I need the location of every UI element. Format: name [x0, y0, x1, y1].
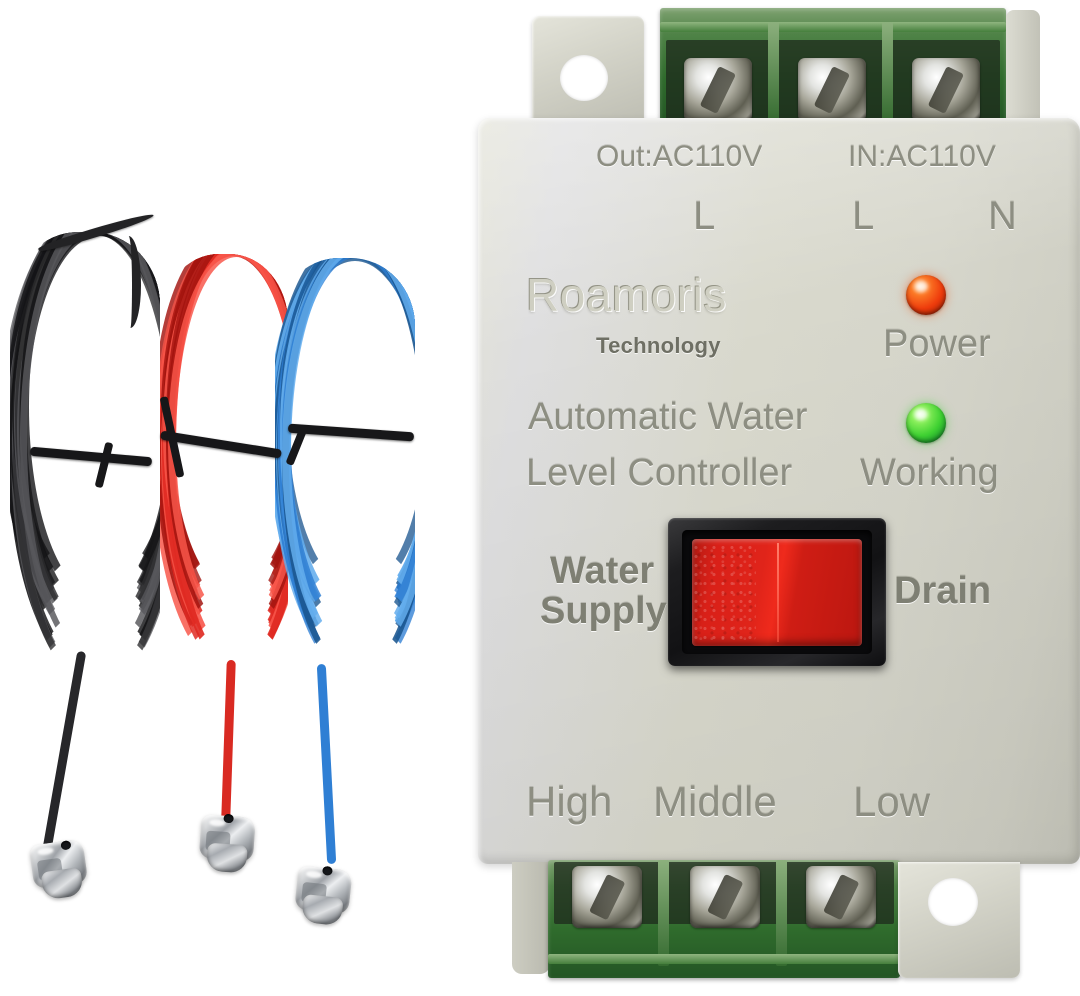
terminal-block-bottom [548, 860, 900, 978]
switch-rocker[interactable] [692, 539, 862, 646]
terminal-screw [806, 866, 876, 928]
working-led [906, 403, 946, 443]
terminal-screw [684, 58, 752, 122]
terminal-screw [690, 866, 760, 928]
coil-strands-blue [275, 258, 415, 688]
switch-texture [694, 545, 756, 640]
terminal-screw [912, 58, 980, 122]
product-title-line1: Automatic Water [528, 396, 808, 438]
terminal-label-in-n: N [988, 194, 1017, 238]
working-led-highlight [914, 408, 929, 420]
mounting-hole-bottom-right [928, 878, 978, 926]
terminal-screw [572, 866, 642, 928]
switch-label-drain: Drain [894, 570, 992, 612]
wire-coil-black [10, 232, 160, 692]
mode-rocker-switch[interactable] [668, 518, 886, 666]
brand-name: Roamoris [526, 269, 727, 321]
power-led-dome [906, 275, 946, 315]
screw-slot [927, 66, 965, 114]
terminal-rail [548, 954, 900, 964]
power-led-label: Power [883, 323, 991, 365]
terminal-divider [658, 860, 669, 966]
power-led-highlight [914, 280, 929, 292]
working-led-dome [906, 403, 946, 443]
coil-strands-black [10, 232, 160, 692]
switch-split-line [777, 543, 779, 642]
bottom-label-high: High [526, 778, 613, 825]
terminal-rail [660, 22, 1006, 32]
terminal-label-in-l: L [852, 194, 875, 238]
wire-loose-end-black-curve [118, 236, 141, 328]
switch-label-water: Water [550, 550, 655, 592]
housing-side-left-bottom [512, 862, 550, 974]
terminal-divider [768, 22, 779, 122]
label-in-ac110v: IN:AC110V [848, 140, 996, 173]
float-probe-red [194, 808, 260, 876]
wire-coil-blue [275, 258, 415, 688]
screw-slot [813, 66, 851, 114]
screw-slot [822, 873, 860, 921]
probe-tip [300, 894, 344, 927]
bottom-label-middle: Middle [653, 778, 777, 825]
lead-wire-blue [316, 663, 337, 865]
float-probe-blue [289, 859, 357, 929]
screw-slot [706, 873, 744, 921]
switch-label-supply: Supply [540, 590, 667, 632]
controller-faceplate [478, 118, 1080, 864]
terminal-label-out-l: L [693, 194, 716, 238]
product-title-line2: Level Controller [526, 452, 793, 494]
float-probe-black [24, 832, 94, 904]
terminal-block-top [660, 8, 1006, 126]
terminal-divider [882, 22, 893, 122]
label-out-ac110v: Out:AC110V [596, 140, 763, 173]
mounting-hole-top-left [560, 55, 608, 101]
wire-strand [20, 232, 160, 664]
screw-slot [699, 66, 737, 114]
working-led-label: Working [860, 452, 999, 494]
bottom-label-low: Low [853, 778, 931, 825]
probe-tip [205, 842, 248, 874]
terminal-divider [776, 860, 787, 966]
screw-slot [588, 873, 626, 921]
housing-side-right-top [1006, 10, 1040, 126]
power-led [906, 275, 946, 315]
terminal-screw [798, 58, 866, 122]
probe-tip [40, 867, 84, 901]
controller-device: Out:AC110V IN:AC110V L L N Roamoris Tech… [478, 118, 1080, 864]
brand-subtitle: Technology [596, 333, 721, 358]
